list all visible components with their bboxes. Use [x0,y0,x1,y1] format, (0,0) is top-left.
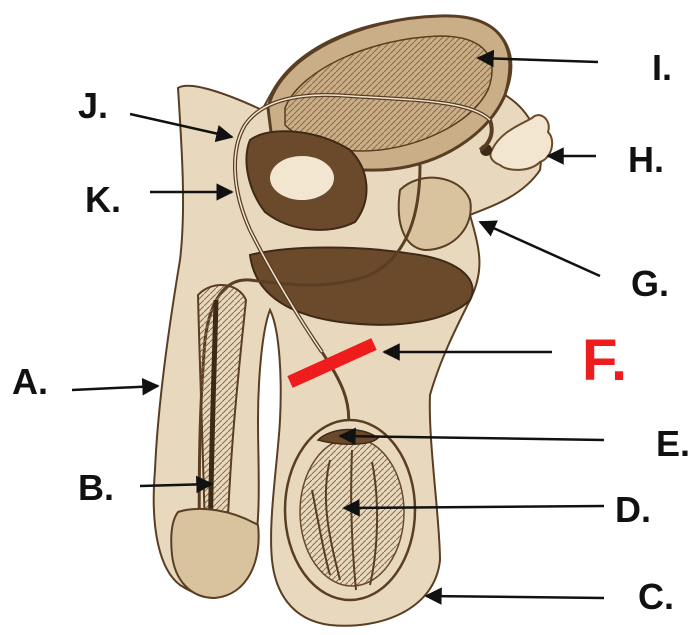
arrow-c [426,596,604,598]
arrow-g [480,222,600,276]
glans [171,509,258,598]
label-f: F. [582,332,627,390]
label-d: D. [615,492,651,528]
label-c: C. [638,579,674,615]
label-g: G. [631,266,669,302]
label-a: A. [12,364,48,400]
pubic-opening [270,156,334,200]
arrow-a [72,386,158,390]
label-i: I. [652,50,672,86]
label-h: H. [628,142,664,178]
label-b: B. [78,470,114,506]
label-j: J. [78,88,108,124]
label-e: E. [656,426,690,462]
label-k: K. [85,182,121,218]
